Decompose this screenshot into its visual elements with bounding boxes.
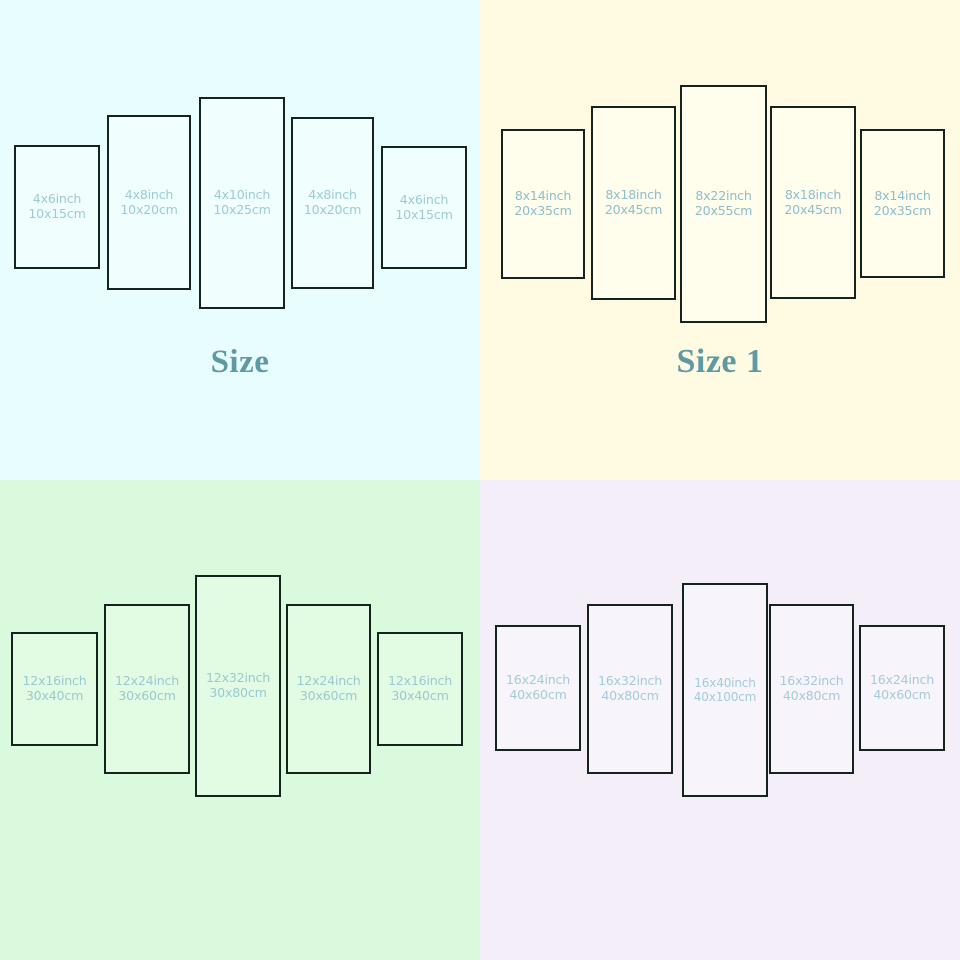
panel-size-cm: 20x45cm (784, 201, 842, 217)
panel-size-inch: 8x14inch (514, 188, 572, 204)
panel-size-inch: 4x8inch (124, 186, 174, 202)
canvas-panel[interactable]: 12x32inch 30x80cm (195, 575, 281, 797)
panel-size-label: 4x6inch 10x15cm (395, 191, 453, 223)
panel-size-label: 16x24inch 40x60cm (869, 672, 935, 703)
size-option-size-1[interactable]: 8x14inch 20x35cm 8x18inch 20x45cm 8x22in… (480, 0, 960, 480)
canvas-panel[interactable]: 4x10inch 10x25cm (199, 97, 285, 309)
canvas-panel[interactable]: 12x16inch 30x40cm (11, 632, 98, 746)
panel-size-cm: 40x80cm (782, 688, 841, 703)
size-option-title: Size (210, 344, 270, 380)
panel-size-cm: 40x100cm (693, 690, 757, 704)
panel-size-label: 16x40inch 40x100cm (693, 675, 757, 705)
panel-size-inch: 12x24inch (296, 673, 361, 689)
panel-size-label: 4x10inch 10x25cm (213, 187, 271, 218)
canvas-panel[interactable]: 16x24inch 40x60cm (859, 625, 945, 751)
panel-size-label: 12x24inch 30x60cm (296, 673, 361, 704)
panel-size-label: 12x24inch 30x60cm (114, 673, 180, 704)
canvas-panel[interactable]: 4x6inch 10x15cm (381, 146, 467, 269)
canvas-panel[interactable]: 4x6inch 10x15cm (14, 145, 100, 269)
panel-size-inch: 12x32inch (205, 670, 271, 686)
canvas-panel[interactable]: 4x8inch 10x20cm (107, 115, 191, 290)
panel-size-cm: 30x80cm (209, 685, 267, 700)
size-option-size-3[interactable]: 16x24inch 40x60cm 16x32inch 40x80cm 16x4… (480, 480, 960, 960)
panel-size-inch: 4x10inch (213, 187, 271, 203)
canvas-panel[interactable]: 8x22inch 20x55cm (680, 85, 767, 323)
panel-size-cm: 10x15cm (28, 206, 86, 221)
panel-size-label: 16x24inch 40x60cm (505, 672, 571, 703)
panel-size-inch: 4x6inch (399, 191, 449, 207)
canvas-panel[interactable]: 4x8inch 10x20cm (291, 117, 374, 289)
panel-size-cm: 30x60cm (118, 688, 176, 703)
size-option-size-2[interactable]: 12x16inch 30x40cm 12x24inch 30x60cm 12x3… (0, 480, 480, 960)
panel-size-label: 16x32inch 40x80cm (597, 673, 663, 704)
panel-size-inch: 16x40inch (694, 675, 756, 690)
panel-size-label: 8x22inch 20x55cm (694, 188, 753, 219)
panel-size-cm: 20x35cm (873, 202, 932, 218)
panel-size-cm: 40x80cm (601, 688, 659, 703)
size-option-size[interactable]: 4x6inch 10x15cm 4x8inch 10x20cm 4x10inch… (0, 0, 480, 480)
panel-size-cm: 10x15cm (395, 206, 453, 222)
panel-size-inch: 16x32inch (779, 673, 844, 689)
canvas-panel[interactable]: 12x16inch 30x40cm (377, 632, 463, 746)
panel-size-label: 4x6inch 10x15cm (28, 191, 86, 222)
panel-size-cm: 30x60cm (299, 688, 358, 703)
panel-size-label: 8x14inch 20x35cm (514, 188, 572, 219)
panel-size-cm: 20x45cm (604, 202, 663, 217)
canvas-panel[interactable]: 12x24inch 30x60cm (286, 604, 371, 774)
panel-size-cm: 10x25cm (213, 202, 271, 217)
panel-size-cm: 40x60cm (509, 687, 567, 702)
canvas-panel[interactable]: 16x40inch 40x100cm (682, 583, 768, 797)
canvas-panel[interactable]: 8x18inch 20x45cm (770, 106, 856, 299)
panel-size-cm: 30x40cm (25, 688, 84, 703)
panel-size-inch: 4x8inch (308, 187, 357, 203)
panel-size-inch: 8x18inch (605, 187, 662, 203)
panel-size-label: 12x16inch 30x40cm (387, 673, 453, 704)
panel-size-inch: 8x14inch (874, 187, 931, 203)
panel-size-inch: 16x24inch (505, 672, 571, 688)
panel-size-cm: 10x20cm (120, 201, 178, 217)
panel-size-cm: 10x20cm (303, 202, 362, 217)
panel-size-cm: 30x40cm (391, 688, 449, 703)
panel-size-inch: 12x24inch (114, 673, 180, 689)
canvas-panel[interactable]: 12x24inch 30x60cm (104, 604, 190, 774)
panel-size-inch: 8x18inch (784, 186, 842, 202)
canvas-panel[interactable]: 16x32inch 40x80cm (587, 604, 673, 774)
panel-size-label: 16x32inch 40x80cm (779, 673, 844, 704)
canvas-panel[interactable]: 8x18inch 20x45cm (591, 106, 676, 300)
canvas-panel[interactable]: 16x24inch 40x60cm (495, 625, 581, 751)
panel-size-label: 12x32inch 30x80cm (205, 670, 271, 701)
panel-size-cm: 20x35cm (514, 203, 572, 218)
panel-size-cm: 20x55cm (694, 203, 753, 218)
panel-size-label: 4x8inch 10x20cm (303, 187, 362, 218)
size-option-title: Size 1 (676, 343, 764, 380)
panel-size-label: 8x14inch 20x35cm (873, 187, 932, 219)
canvas-panel[interactable]: 8x14inch 20x35cm (501, 129, 585, 279)
panel-size-label: 12x16inch 30x40cm (22, 673, 87, 704)
panel-group-size: 4x6inch 10x15cm 4x8inch 10x20cm 4x10inch… (0, 0, 480, 340)
panel-size-label: 8x18inch 20x45cm (604, 187, 663, 218)
panel-size-inch: 4x6inch (32, 191, 82, 207)
panel-size-inch: 8x22inch (695, 188, 752, 204)
panel-size-label: 4x8inch 10x20cm (120, 186, 178, 218)
panel-size-inch: 16x24inch (869, 672, 935, 688)
panel-size-inch: 12x16inch (387, 673, 453, 689)
canvas-panel[interactable]: 16x32inch 40x80cm (769, 604, 854, 774)
panel-size-label: 8x18inch 20x45cm (784, 186, 842, 218)
panel-size-cm: 40x60cm (873, 687, 931, 702)
panel-size-inch: 16x32inch (597, 673, 663, 689)
panel-size-inch: 12x16inch (22, 673, 87, 689)
canvas-panel[interactable]: 8x14inch 20x35cm (860, 129, 945, 278)
